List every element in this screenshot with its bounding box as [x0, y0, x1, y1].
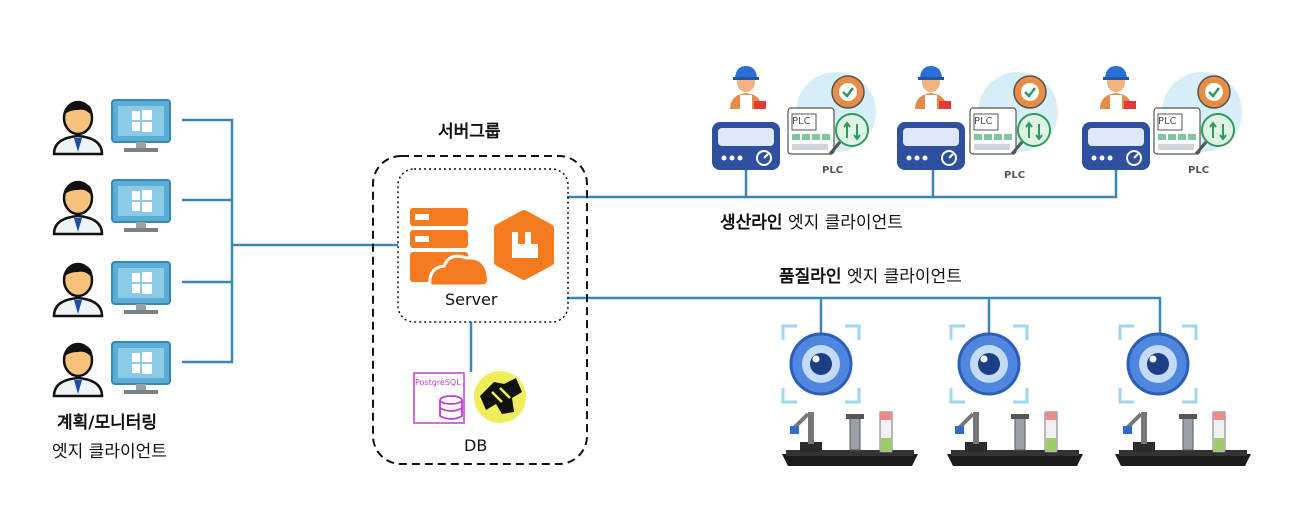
data-stream-icon — [474, 371, 526, 423]
production-line-label-rest: 엣지 클라이언트 — [787, 213, 903, 233]
planning-clients-title: 계획/모니터링 — [57, 413, 158, 433]
quality-line-label-bold: 품질라인 — [779, 267, 842, 287]
plc-label-3: PLC — [1188, 165, 1210, 176]
server-cloud-icon — [410, 208, 490, 288]
planning-clients-subtitle: 엣지 클라이언트 — [52, 442, 167, 462]
plc-panel-text-2: PLC — [974, 116, 993, 127]
connection-lines — [182, 118, 1162, 372]
quality-stations — [780, 324, 1253, 468]
message-broker-icon — [494, 210, 554, 280]
server-group-frame — [372, 155, 588, 465]
planning-workstations — [52, 98, 172, 398]
plc-label-2: PLC — [1004, 170, 1026, 181]
server-label: Server — [445, 290, 498, 309]
postgresql-logo-text: PostgreSQL — [415, 378, 461, 387]
server-group-title: 서버그룹 — [438, 122, 501, 142]
db-label: DB — [464, 436, 488, 455]
postgresql-icon — [413, 372, 465, 424]
production-line-label-bold: 생산라인 — [720, 213, 783, 233]
plc-panel-text-3: PLC — [1158, 116, 1177, 127]
quality-line-label: 품질라인 엣지 클라이언트 — [779, 262, 962, 287]
production-line-label: 생산라인 엣지 클라이언트 — [720, 208, 903, 233]
plc-panel-text-1: PLC — [792, 116, 811, 127]
quality-line-label-rest: 엣지 클라이언트 — [846, 267, 962, 287]
plc-label-1: PLC — [822, 165, 844, 176]
